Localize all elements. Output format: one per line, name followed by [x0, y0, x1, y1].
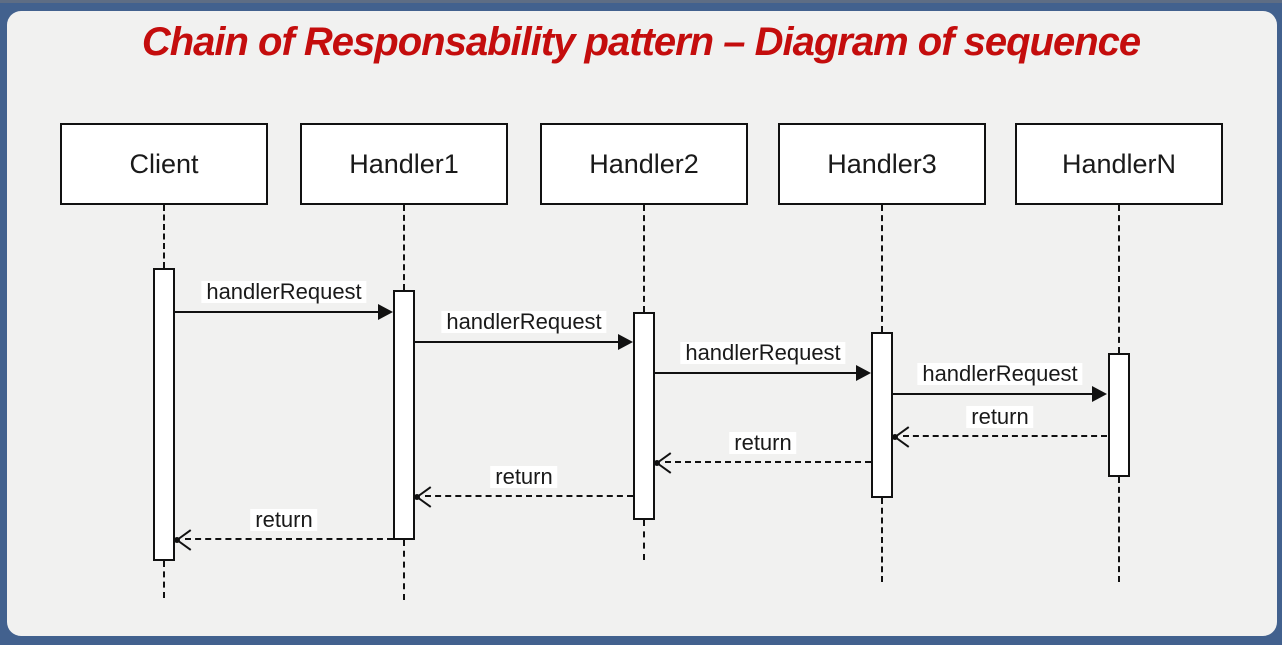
message-line-dashed: [665, 461, 871, 463]
page-title: Chain of Responsability pattern – Diagra…: [141, 20, 1141, 64]
message-line-dashed: [185, 538, 393, 540]
lifeline-handlern-top: [1118, 205, 1120, 353]
activation-bar-handler1: [393, 290, 415, 540]
activation-bar-handler3: [871, 332, 893, 498]
arrowhead-dot: [654, 460, 660, 466]
activation-bar-handlern: [1108, 353, 1130, 477]
actor-label: Handler1: [349, 148, 459, 179]
actor-label: HandlerN: [1061, 148, 1177, 179]
lifeline-handler2-bottom: [643, 520, 645, 560]
filled-arrowhead-icon: [1092, 386, 1107, 402]
lifeline-handler2-top: [643, 205, 645, 312]
actor-label: Handler3: [827, 148, 937, 179]
message-line-dashed: [903, 435, 1107, 437]
arrowhead-dot: [174, 537, 180, 543]
filled-arrowhead-icon: [856, 365, 871, 381]
message-label: return: [490, 466, 558, 488]
message-label: handlerRequest: [917, 363, 1083, 385]
message-line: [415, 341, 621, 343]
activation-bar-client: [153, 268, 175, 561]
message-label: handlerRequest: [201, 281, 367, 303]
lifeline-handler1-top: [403, 205, 405, 290]
actor-box-handler3: Handler3: [778, 123, 986, 205]
lifeline-handler3-bottom: [881, 498, 883, 582]
lifeline-handler3-top: [881, 205, 883, 332]
message-line: [893, 393, 1095, 395]
message-label: return: [966, 406, 1034, 428]
lifeline-client-top: [163, 205, 165, 268]
actor-box-handlern: HandlerN: [1015, 123, 1223, 205]
actor-label: Handler2: [589, 148, 699, 179]
message-line: [655, 372, 859, 374]
actor-box-handler1: Handler1: [300, 123, 508, 205]
arrowhead-dot: [414, 494, 420, 500]
arrowhead-dot: [892, 434, 898, 440]
message-label: handlerRequest: [680, 342, 846, 364]
actor-box-client: Client: [60, 123, 268, 205]
lifeline-handlern-bottom: [1118, 477, 1120, 582]
message-line-dashed: [425, 495, 633, 497]
filled-arrowhead-icon: [378, 304, 393, 320]
message-line: [175, 311, 381, 313]
message-label: return: [729, 432, 797, 454]
actor-label: Client: [129, 148, 199, 179]
message-label: return: [250, 509, 318, 531]
actor-box-handler2: Handler2: [540, 123, 748, 205]
lifeline-client-bottom: [163, 561, 165, 598]
activation-bar-handler2: [633, 312, 655, 520]
filled-arrowhead-icon: [618, 334, 633, 350]
lifeline-handler1-bottom: [403, 540, 405, 600]
message-label: handlerRequest: [441, 311, 607, 333]
